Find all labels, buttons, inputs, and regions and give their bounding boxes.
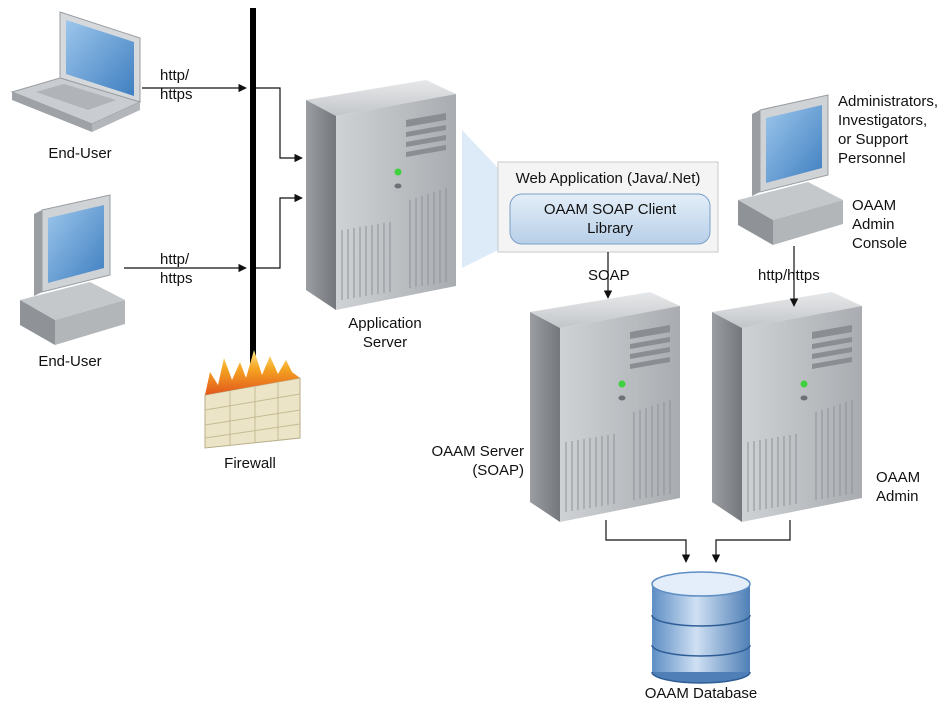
server-to-db-arrow: [605, 520, 691, 563]
admin-users-label: Administrators,Investigators, or Support…: [838, 93, 939, 167]
laptop-icon: [10, 11, 142, 132]
web-application-label: Web Application (Java/.Net): [515, 170, 701, 187]
soap-link-label: SOAP: [588, 267, 630, 284]
laptop-protocol-label: http/https: [160, 67, 193, 103]
admin-to-db-arrow: [711, 520, 791, 563]
connectors: [124, 83, 799, 563]
application-server-icon: [305, 79, 457, 311]
oaam-admin-server-icon: [711, 291, 863, 523]
soap-client-library-box: [509, 193, 711, 245]
desktop-protocol-label: http/https: [160, 251, 193, 287]
database-icon: [651, 571, 751, 684]
oaam-database-label: OAAM Database: [644, 685, 758, 702]
oaam-server-label: OAAM Server(SOAP): [431, 443, 524, 479]
firewall-to-appserver-arrow-2: [256, 193, 303, 269]
highlight-wedge: [462, 130, 498, 268]
admin-link-label: http/https: [758, 267, 820, 284]
firewall-icon: [204, 350, 301, 449]
admin-console-icon: [738, 94, 843, 245]
firewall-to-appserver-arrow-1: [256, 87, 303, 163]
oaam-server-icon: [529, 291, 681, 523]
firewall-label: Firewall: [224, 455, 276, 472]
firewall-bar: [250, 8, 256, 368]
desktop-computer-icon: [20, 194, 125, 345]
end-user-desktop-label: End-User: [38, 353, 102, 370]
end-user-laptop-label: End-User: [48, 145, 112, 162]
